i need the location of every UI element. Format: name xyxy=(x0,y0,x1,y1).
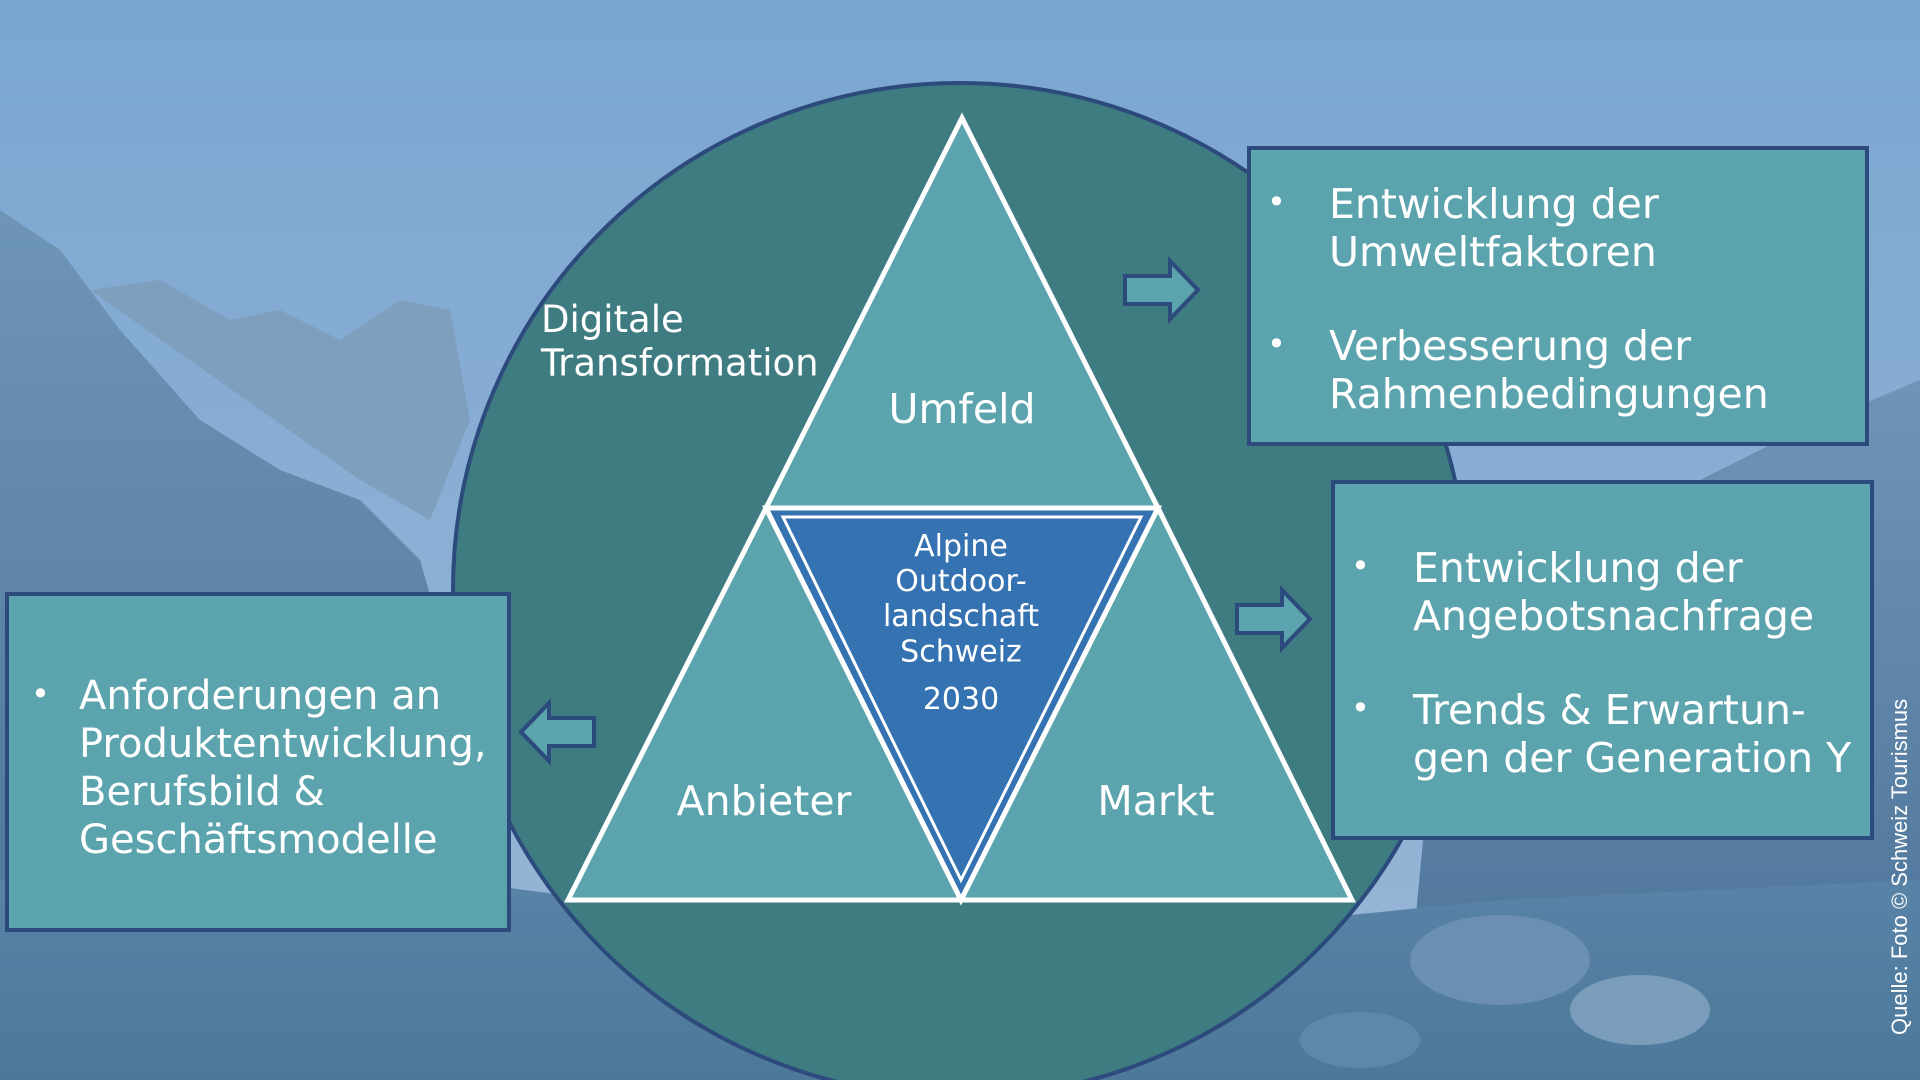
bullet-item: Anforderungen an Produktentwicklung, Ber… xyxy=(9,670,497,864)
bullet-text: Verbesserung der Rahmenbedingungen xyxy=(1329,322,1769,418)
mountain-ridge xyxy=(90,280,470,520)
triangle-center xyxy=(761,505,1163,906)
bullet-text: Trends & Erwartun- gen der Generation Y xyxy=(1413,686,1852,782)
bullet-text: Entwicklung der Umweltfaktoren xyxy=(1329,180,1659,276)
markt-box: Entwicklung der Angebotsnachfrage Trends… xyxy=(1331,480,1874,840)
photo-credit: Quelle: Foto © Schweiz Tourismus xyxy=(1887,698,1912,1035)
bullet-text: Anforderungen an Produktentwicklung, Ber… xyxy=(79,673,487,863)
rock xyxy=(1410,915,1590,1005)
label-anbieter: Anbieter xyxy=(677,777,852,825)
label-umfeld: Umfeld xyxy=(888,385,1035,433)
rock xyxy=(1300,1012,1420,1068)
arrow-right-icon xyxy=(1235,585,1313,653)
triangle-center-inner-line xyxy=(780,515,1144,884)
bullet-item: Entwicklung der Angebotsnachfrage xyxy=(1335,542,1860,640)
rock xyxy=(1570,975,1710,1045)
bullet-item: Trends & Erwartun- gen der Generation Y xyxy=(1335,684,1860,782)
arrow-right-icon xyxy=(1123,256,1201,324)
bullet-text: Entwicklung der Angebotsnachfrage xyxy=(1413,544,1815,640)
label-markt: Markt xyxy=(1097,777,1214,825)
anbieter-box: Anforderungen an Produktentwicklung, Ber… xyxy=(5,592,511,932)
center-year: 2030 xyxy=(923,682,999,717)
arrow-left-icon xyxy=(518,698,596,766)
umwelt-box: Entwicklung der Umweltfaktoren Verbesser… xyxy=(1247,146,1869,446)
bullet-item: Verbesserung der Rahmenbedingungen xyxy=(1251,320,1845,418)
bullet-item: Entwicklung der Umweltfaktoren xyxy=(1251,178,1845,276)
